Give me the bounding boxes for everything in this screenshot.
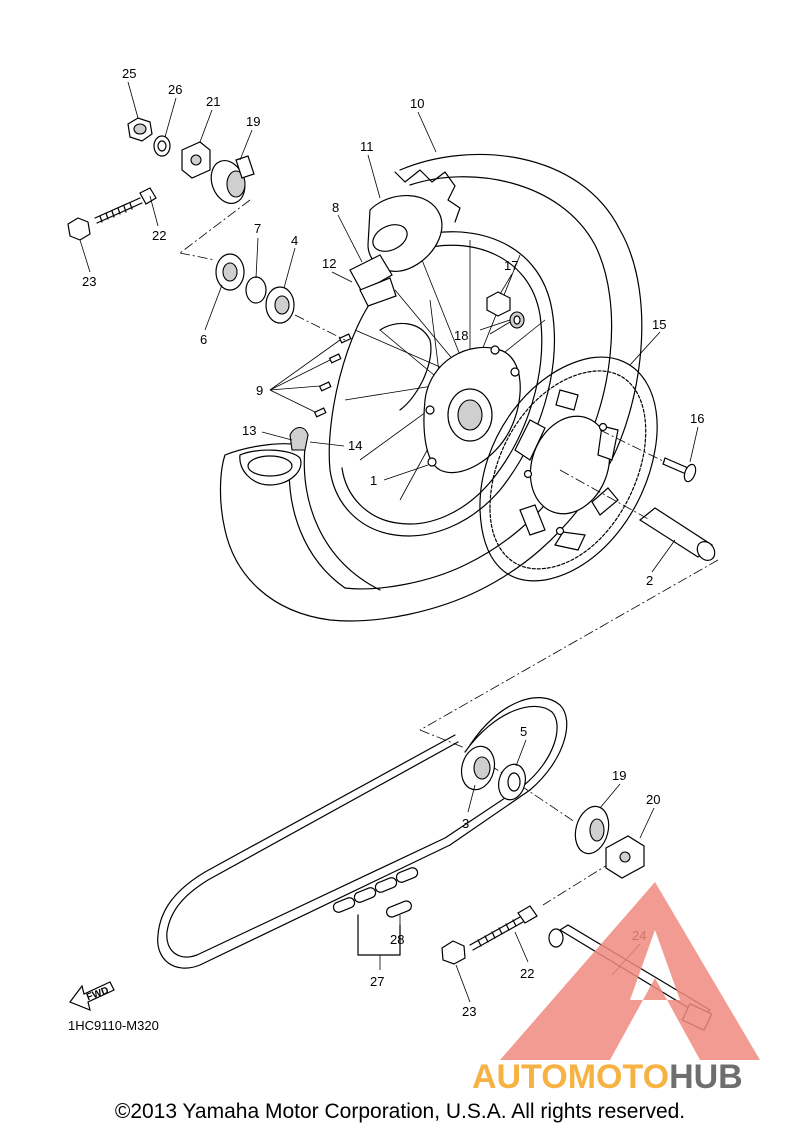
copyright-notice: ©2013 Yamaha Motor Corporation, U.S.A. A… — [114, 1100, 686, 1123]
left-hub-parts — [67, 117, 295, 324]
svg-text:FWD: FWD — [85, 985, 110, 1003]
callout-23a: 23 — [82, 274, 96, 289]
callout-13: 13 — [242, 423, 256, 438]
callout-8: 8 — [332, 200, 339, 215]
callout-15: 15 — [652, 317, 666, 332]
sprocket-bolt — [662, 457, 697, 483]
callout-4: 4 — [291, 233, 298, 248]
sprocket — [479, 356, 658, 582]
callout-27: 27 — [370, 974, 384, 989]
diagram-code: 1HC9110-M320 — [68, 1018, 159, 1033]
fwd-arrow-icon: FWD — [69, 981, 115, 1011]
callout-6: 6 — [200, 332, 207, 347]
callout-11: 11 — [360, 139, 374, 154]
rim-lock — [349, 254, 397, 307]
drive-chain — [157, 697, 568, 969]
logo-text-hub: HUB — [669, 1058, 743, 1096]
callout-19b: 19 — [612, 768, 626, 783]
callout-25: 25 — [122, 66, 136, 81]
callout-12: 12 — [322, 256, 336, 271]
callout-20: 20 — [646, 792, 660, 807]
callout-22b: 22 — [520, 966, 534, 981]
callout-7: 7 — [254, 221, 261, 236]
callout-18: 18 — [454, 328, 468, 343]
callout-28: 28 — [390, 932, 404, 947]
tube — [367, 195, 443, 272]
callout-23b: 23 — [462, 1004, 476, 1019]
callout-16: 16 — [690, 411, 704, 426]
rim-lock-nut — [486, 291, 525, 329]
svg-text:AUTOMOTOHUB: AUTOMOTOHUB — [472, 1058, 743, 1096]
automotohub-logo: AUTOMOTOHUB — [472, 882, 760, 1096]
exploded-view-drawing: FWD 25 — [67, 66, 760, 1096]
callout-9: 9 — [256, 383, 263, 398]
callout-22a: 22 — [152, 228, 166, 243]
logo-triangle-mark — [500, 882, 760, 1060]
callout-2: 2 — [646, 573, 653, 588]
callout-1: 1 — [370, 473, 377, 488]
center-lines — [179, 199, 719, 906]
leader-lines — [79, 81, 699, 1003]
spoke-nipples — [313, 333, 352, 418]
callout-19a: 19 — [246, 114, 260, 129]
callout-3: 3 — [462, 816, 469, 831]
callout-17: 17 — [504, 258, 518, 273]
rim-lock-lower — [239, 426, 309, 486]
hub — [379, 322, 521, 474]
callout-14: 14 — [348, 438, 362, 453]
logo-text-automoto: AUTOMOTO — [472, 1058, 669, 1096]
callout-21: 21 — [206, 94, 220, 109]
callout-5: 5 — [520, 724, 527, 739]
callout-10: 10 — [410, 96, 424, 111]
callout-26: 26 — [168, 82, 182, 97]
collar — [638, 507, 716, 561]
